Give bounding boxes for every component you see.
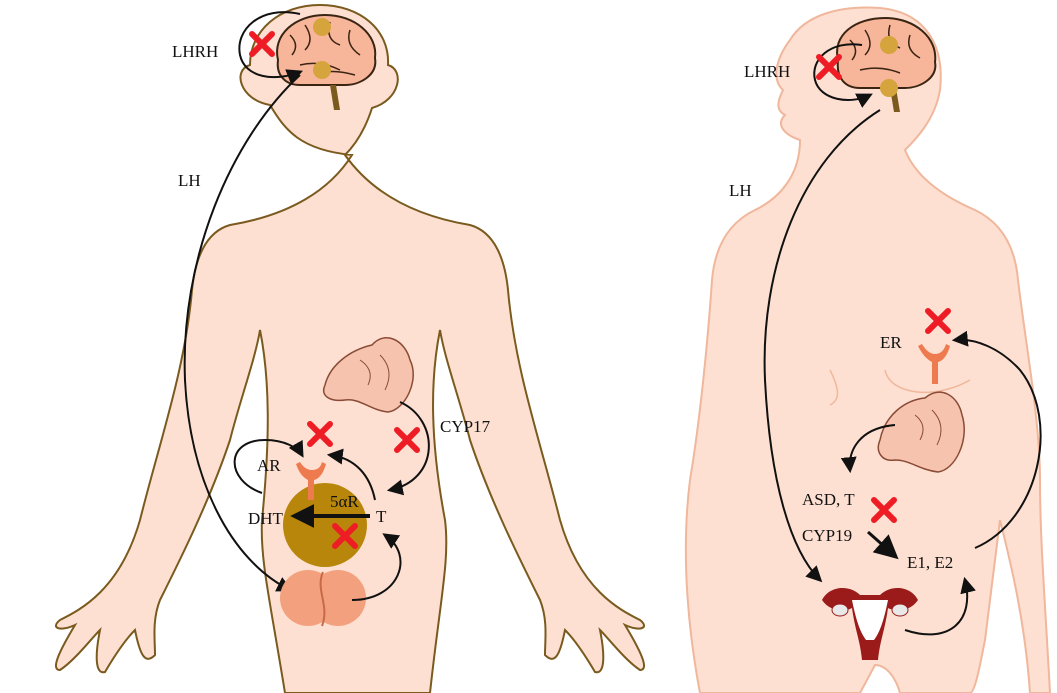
ar-label: AR	[257, 456, 281, 475]
e1-e2-label: E1, E2	[907, 553, 953, 572]
female-figure: LHRH LH ER ASD, T CYP19 E1, E2	[686, 7, 1050, 693]
er-label: ER	[880, 333, 902, 352]
female-lhrh-label: LHRH	[744, 62, 790, 81]
male-figure: LHRH LH CYP17 AR 5αR DHT T	[56, 5, 644, 693]
female-hypothalamus-gland	[880, 36, 898, 54]
female-lh-label: LH	[729, 181, 752, 200]
testes	[280, 570, 366, 626]
male-lh-label: LH	[178, 171, 201, 190]
pituitary-gland	[313, 61, 331, 79]
male-lhrh-label: LHRH	[172, 42, 218, 61]
cyp17-label: CYP17	[440, 417, 491, 436]
dht-label: DHT	[248, 509, 284, 528]
asd-t-label: ASD, T	[802, 490, 855, 509]
female-pituitary-gland	[880, 79, 898, 97]
male-t-label: T	[376, 507, 387, 526]
five-alpha-r-label: 5αR	[330, 492, 359, 511]
cyp19-label: CYP19	[802, 526, 852, 545]
hypothalamus-gland	[313, 18, 331, 36]
